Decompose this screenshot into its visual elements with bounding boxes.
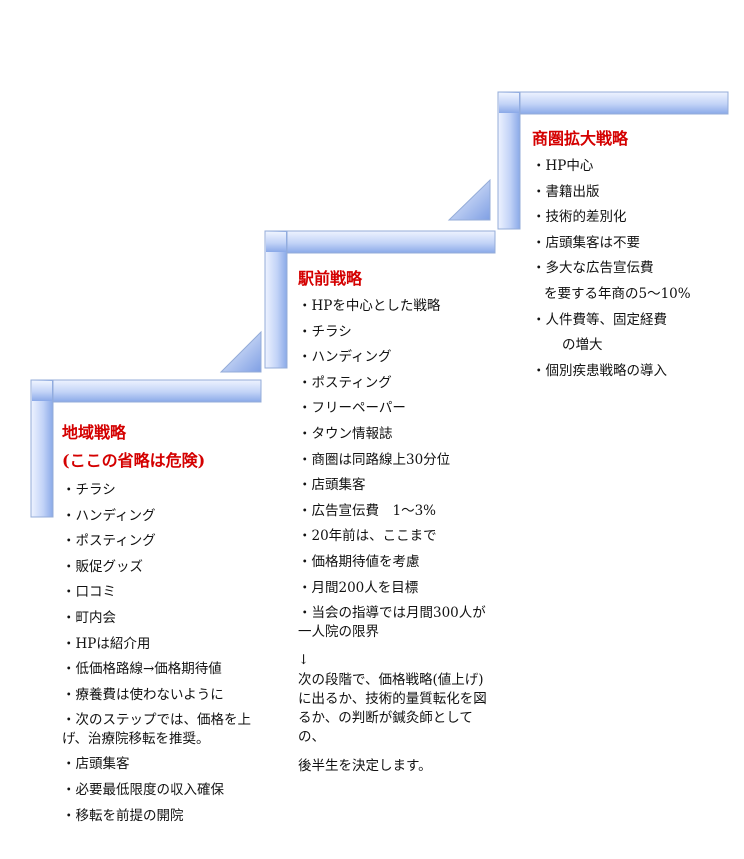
list-item: ・書籍出版 [532,183,600,200]
list-item-continuation: の増大 [562,337,603,354]
list-item: ・月間200人を目標 [298,579,419,596]
list-item: ・タウン情報誌 [298,425,393,442]
list-item: ・HPを中心とした戦略 [298,298,441,314]
list-item: ・HPは紹介用 [62,635,151,652]
list-item: ・ポスティング [298,374,392,391]
list-item: ・店頭集客 [298,477,366,494]
list-item: ・移転を前提の開院 [62,807,184,824]
list-item: ・店頭集客 [62,756,130,773]
list-item: ・フリーペーパー [298,400,406,417]
list-item: ・広告宣伝費 1〜3% [298,502,437,519]
list-item: ・低価格路線→価格期待値 [62,661,222,678]
list-item: ・20年前は、ここまで [298,528,437,545]
list-item: ・人件費等、固定経費 [532,311,667,328]
list-item: ・技術的差別化 [532,209,627,226]
list-item: ・町内会 [62,609,116,626]
step-1-subtitle: (ここの省略は危険) [62,451,206,470]
list-item: ・店頭集客は不要 [532,234,640,251]
step-2-content: 駅前戦略 ・HPを中心とした戦略 ・チラシ ・ハンディング ・ポスティング ・フ… [298,264,494,776]
step-1-riser [219,330,262,373]
step-2-riser [447,178,491,221]
step-2-note: 次の段階で、価格戦略(値上げ)に出るか、技術的量質転化を図るか、の判断が鍼灸師と… [298,672,487,746]
list-item: ・次のステップでは、価格を上げ、治療院移転を推奨。 [62,712,251,748]
list-item: ・個別疾患戦略の導入 [532,362,667,379]
step-2-note-conclusion: 後半生を決定します。 [298,758,432,775]
list-item: ・商圏は同路線上30分位 [298,451,451,468]
list-item: ・口コミ [62,584,116,601]
list-item: ・多大な広告宣伝費 [532,260,654,277]
list-item: ・療養費は使わないように [62,686,224,703]
list-item: ・必要最低限度の収入確保 [62,781,224,798]
down-arrow-icon: ↓ [298,652,310,669]
step-3-content: 商圏拡大戦略 ・HP中心 ・書籍出版 ・技術的差別化 ・店頭集客は不要 ・多大な… [532,124,732,384]
list-item: ・価格期待値を考慮 [298,553,420,570]
step-2-title: 駅前戦略 [298,269,363,288]
step-3-title: 商圏拡大戦略 [532,129,629,148]
list-item: ・ハンディング [62,507,156,524]
list-item: ・ポスティング [62,533,156,550]
list-item: ・ハンディング [298,349,392,366]
step-3-frame [497,91,729,230]
list-item: ・販促グッズ [62,558,143,575]
step-1-frame [30,379,262,518]
step-1-content: 地域戦略 (ここの省略は危険) ・チラシ ・ハンディング ・ポスティング ・販促… [62,418,272,829]
list-item: ・チラシ [62,482,116,498]
list-item: ・チラシ [298,323,352,340]
step-2-frame [264,230,496,369]
list-item: ・当会の指導では月間300人が一人院の限界 [298,605,486,641]
step-1-title: 地域戦略 [62,423,127,442]
list-item-continuation: を要する年商の5〜10% [544,285,691,302]
list-item: ・HP中心 [532,158,594,174]
